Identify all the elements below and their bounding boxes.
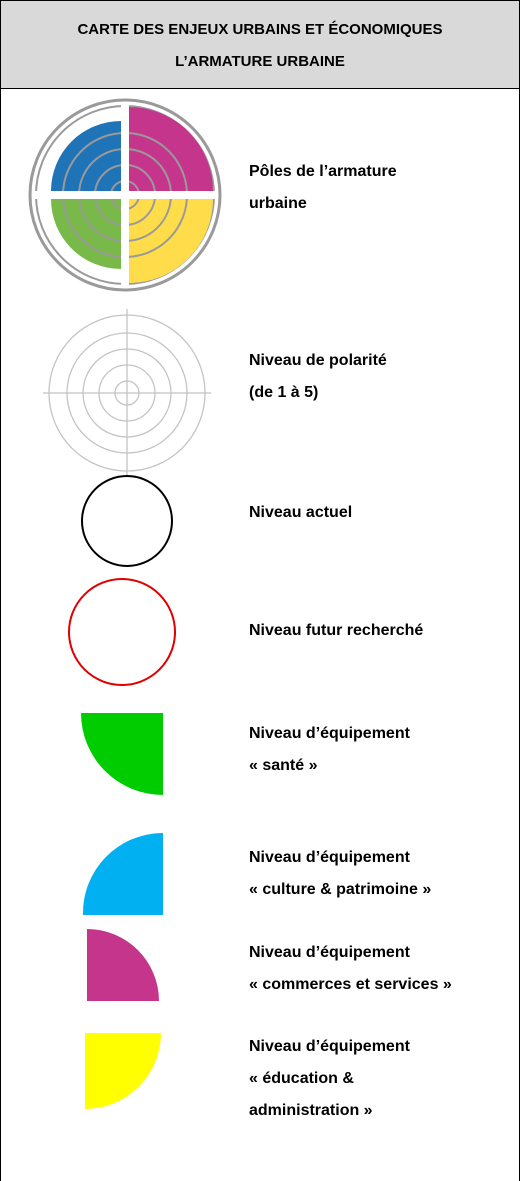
blue-quarter-icon [82,833,163,915]
pole-label: Pôles de l’armature urbaine [249,163,397,212]
sante-label: Niveau d’équipement « santé » [249,725,410,774]
header-subtitle: L’ARMATURE URBAINE [175,53,345,70]
polarity-label: Niveau de polarité (de 1 à 5) [249,352,387,401]
green-quarter-icon [81,713,163,795]
pole-symbol-icon [28,98,222,292]
header-title: CARTE DES ENJEUX URBAINS ET ÉCONOMIQUES [77,21,443,38]
magenta-quarter-icon [87,929,159,1001]
black-circle-icon [81,475,173,567]
culture-label: Niveau d’équipement « culture & patrimoi… [249,849,432,898]
commerces-label: Niveau d’équipement « commerces et servi… [249,944,452,993]
education-label: Niveau d’équipement « éducation & admini… [249,1038,410,1119]
polarity-rings-icon [43,309,211,477]
yellow-quarter-icon [85,1033,161,1109]
future-level-label: Niveau futur recherché [249,622,424,639]
red-circle-icon [68,578,176,686]
legend-header: CARTE DES ENJEUX URBAINS ET ÉCONOMIQUES … [1,1,519,89]
current-level-label: Niveau actuel [249,504,353,521]
